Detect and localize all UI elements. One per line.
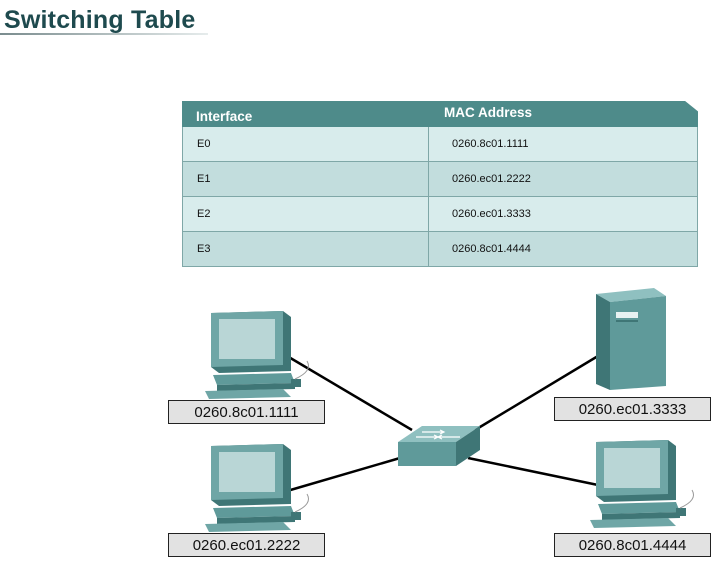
mac-cell: 0260.8c01.1111 xyxy=(452,138,529,150)
header-mac-address: MAC Address xyxy=(444,105,533,120)
device-label: 0260.ec01.3333 xyxy=(554,397,711,421)
workstation-icon xyxy=(205,444,309,532)
header-interface: Interface xyxy=(196,109,253,124)
table-row: E1 0260.ec01.2222 xyxy=(183,161,697,196)
table-header: Interface MAC Address xyxy=(182,101,698,127)
workstation-icon xyxy=(205,311,309,399)
mac-cell: 0260.ec01.2222 xyxy=(452,173,531,185)
title-underline xyxy=(0,33,208,35)
workstation-icon xyxy=(590,440,694,528)
table-row: E2 0260.ec01.3333 xyxy=(183,196,697,231)
link-bottom-left xyxy=(286,456,401,493)
mac-cell: 0260.ec01.3333 xyxy=(452,208,531,220)
table-row: E0 0260.8c01.1111 xyxy=(183,127,697,161)
interface-cell: E0 xyxy=(183,127,429,161)
device-label: 0260.ec01.2222 xyxy=(168,533,325,557)
switching-table: Interface MAC Address E0 0260.8c01.1111 … xyxy=(182,101,698,267)
link-bottom-right xyxy=(467,456,599,487)
device-label: 0260.8c01.1111 xyxy=(168,400,325,424)
mac-cell: 0260.8c01.4444 xyxy=(452,243,531,255)
table-body: E0 0260.8c01.1111 E1 0260.ec01.2222 E2 0… xyxy=(182,127,698,267)
interface-cell: E3 xyxy=(183,232,429,266)
server-icon xyxy=(596,288,666,390)
table-row: E3 0260.8c01.4444 xyxy=(183,231,697,266)
interface-cell: E1 xyxy=(183,162,429,196)
link-top-right xyxy=(474,354,599,432)
page-title: Switching Table xyxy=(4,6,196,34)
switch-icon xyxy=(398,426,480,466)
device-label: 0260.8c01.4444 xyxy=(554,533,711,557)
interface-cell: E2 xyxy=(183,197,429,231)
